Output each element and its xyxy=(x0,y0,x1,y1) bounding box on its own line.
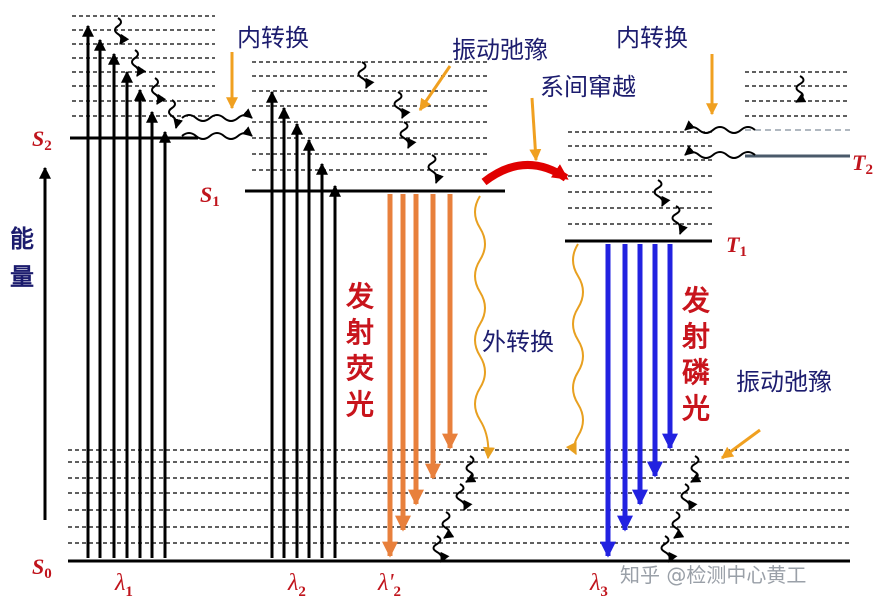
svg-text:射: 射 xyxy=(681,320,710,353)
t1-label: T1 xyxy=(726,232,747,260)
lambda1-label: λ1 xyxy=(114,570,133,600)
svg-text:光: 光 xyxy=(345,388,374,421)
s2-vibrational-relaxation-squiggles xyxy=(114,17,184,129)
t1-vibrational-levels xyxy=(568,131,712,225)
internal-conversion-s2-s1-waves xyxy=(181,108,253,140)
s1-label: S1 xyxy=(200,182,220,210)
vibrational-relaxation-label-top: 振动弛豫 xyxy=(452,36,548,64)
fluorescence-label: 发 射 荧 光 xyxy=(345,280,374,421)
t2-label: T2 xyxy=(852,150,873,178)
lambda3-label: λ3 xyxy=(589,570,608,600)
s1-vibrational-relaxation-squiggles xyxy=(357,61,444,184)
external-conversion-label: 外转换 xyxy=(482,328,554,356)
energy-axis-char-1: 能 xyxy=(10,225,34,253)
triplet-vibrational-relaxation-squiggles xyxy=(653,75,807,235)
svg-text:光: 光 xyxy=(681,392,710,425)
svg-text:发: 发 xyxy=(345,280,374,313)
s0-label: S0 xyxy=(32,554,52,582)
absorption-arrows-lambda1 xyxy=(82,24,171,558)
external-conversion-waves xyxy=(474,195,584,460)
svg-text:射: 射 xyxy=(345,316,374,349)
energy-axis-char-2: 量 xyxy=(10,263,34,291)
svg-text:荧: 荧 xyxy=(346,352,374,385)
s0-vibrational-relaxation-squiggles xyxy=(432,455,702,563)
s0-vibrational-levels xyxy=(68,449,850,544)
lambda2-prime-label: λ'2 xyxy=(377,570,401,600)
phosphorescence-label: 发 射 磷 光 xyxy=(681,284,710,425)
internal-conversion-label-left: 内转换 xyxy=(237,24,309,52)
intersystem-crossing-label: 系间窜越 xyxy=(540,73,636,101)
phosphorescence-arrows xyxy=(600,244,678,558)
fluorescence-arrows xyxy=(382,194,458,558)
intersystem-crossing-arrow xyxy=(481,161,569,186)
internal-conversion-label-right: 内转换 xyxy=(616,24,688,52)
internal-conversion-t2-t1-waves xyxy=(684,120,756,159)
lambda2-label: λ2 xyxy=(287,570,306,600)
s2-label: S2 xyxy=(32,126,52,154)
s1-vibrational-levels xyxy=(252,61,490,171)
absorption-arrows-lambda2 xyxy=(266,90,341,558)
t2-vibrational-levels xyxy=(745,71,850,117)
s2-vibrational-levels xyxy=(72,15,215,117)
svg-text:发: 发 xyxy=(681,284,710,317)
watermark: 知乎 @检测中心黄工 xyxy=(620,563,806,587)
annotation-pointer-arrows xyxy=(226,52,761,460)
vibrational-relaxation-label-bottom: 振动弛豫 xyxy=(736,368,832,396)
svg-text:磷: 磷 xyxy=(682,356,710,389)
